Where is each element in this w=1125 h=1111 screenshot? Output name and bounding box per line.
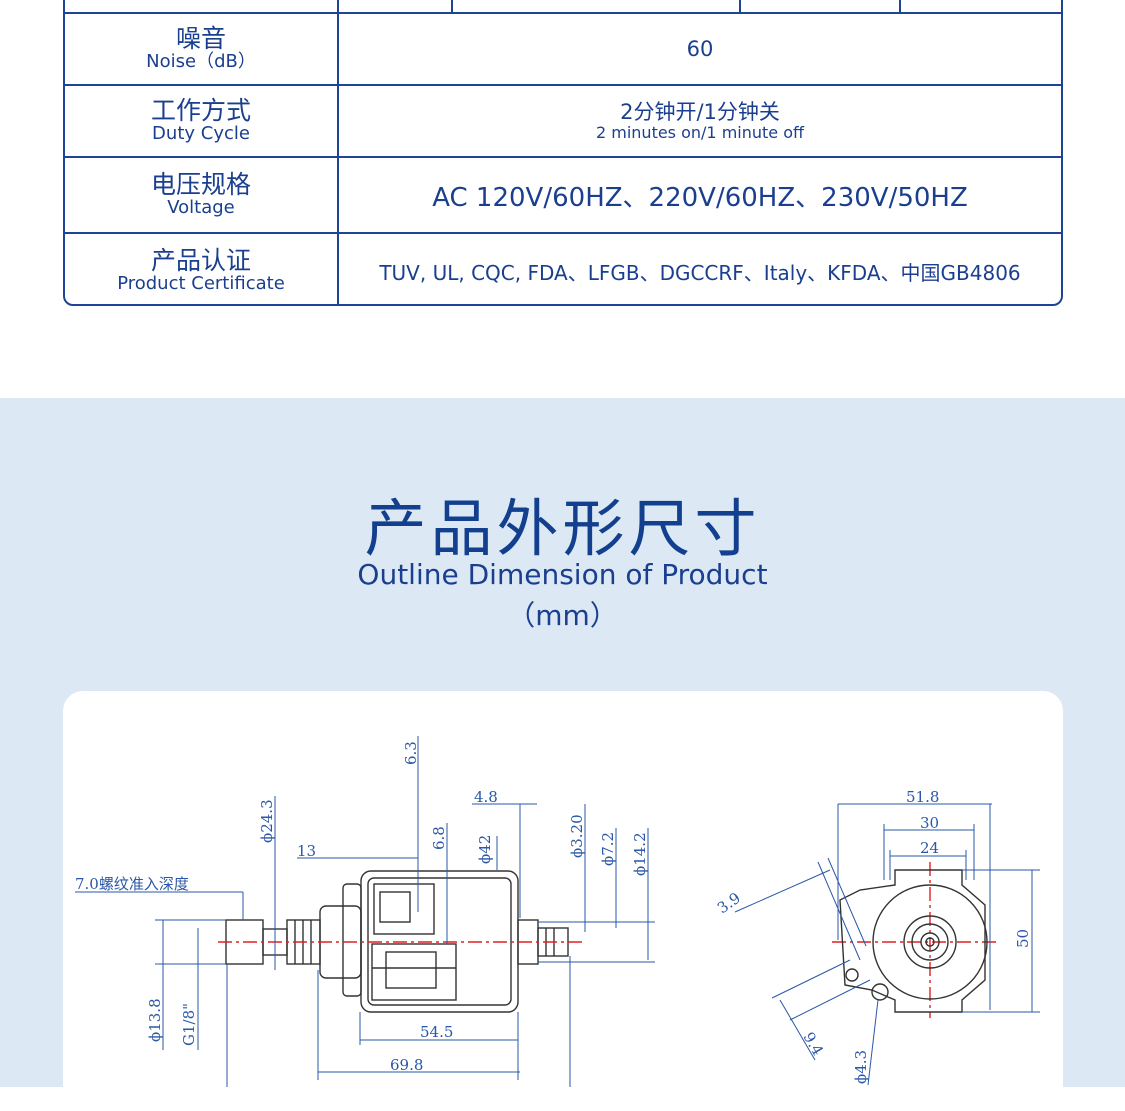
row-value: AC 120V/60HZ、220V/60HZ、230V/50HZ: [432, 182, 968, 213]
row-label-zh: 工作方式: [150, 96, 251, 125]
dim-label: ϕ4.3: [852, 1050, 870, 1084]
row-value: TUV, UL, CQC, FDA、LFGB、DGCCRF、Italy、KFDA…: [379, 260, 1021, 285]
spec-section: 噪音 Noise（dB） 60 工作方式 Duty Cycle 2分钟开/1分钟…: [0, 0, 1125, 398]
row-label-zh: 电压规格: [150, 170, 251, 199]
dim-label: 69.8: [390, 1056, 423, 1074]
dimension-section: 产品外形尺寸 Outline Dimension of Product （mm）: [0, 398, 1125, 1111]
spec-row-duty: 工作方式 Duty Cycle 2分钟开/1分钟关 2 minutes on/1…: [65, 86, 1061, 158]
dim-label: 3.9: [714, 889, 744, 917]
dim-label: ϕ13.8: [146, 998, 164, 1042]
row-value-en: 2 minutes on/1 minute off: [595, 122, 805, 142]
dim-label: 6.3: [402, 741, 420, 765]
drawing-card: 6.3 ϕ24.3 13 6.8 ϕ42 4.8 ϕ3.20 ϕ7.2 ϕ14.…: [63, 691, 1063, 1111]
centerlines: [218, 862, 1000, 1018]
dim-label: ϕ24.3: [258, 799, 276, 843]
dimension-drawing: 6.3 ϕ24.3 13 6.8 ϕ42 4.8 ϕ3.20 ϕ7.2 ϕ14.…: [75, 736, 1040, 1087]
end-view: [839, 869, 988, 1013]
spec-row-noise: 噪音 Noise（dB） 60: [65, 14, 1061, 86]
dim-label: 24: [920, 839, 939, 857]
dim-label: 4.8: [474, 788, 498, 806]
row-label-en: Noise（dB）: [146, 51, 256, 72]
dim-label: 54.5: [420, 1023, 453, 1041]
dim-label: ϕ42: [476, 835, 494, 864]
dim-label: ϕ7.2: [599, 832, 617, 866]
dim-label: G1/8": [180, 1003, 198, 1046]
row-label-en: Voltage: [167, 197, 235, 218]
dim-label: 50: [1014, 929, 1032, 948]
spec-row-voltage: 电压规格 Voltage AC 120V/60HZ、220V/60HZ、230V…: [65, 158, 1061, 234]
dim-label: 9.4: [800, 1029, 828, 1059]
end-dim-lines: [734, 803, 1040, 1086]
section-title: 产品外形尺寸: [364, 492, 761, 565]
dim-label: 7.0螺纹准入深度: [75, 875, 189, 893]
row-value: 60: [686, 37, 714, 61]
dim-label: 13: [297, 842, 316, 860]
row-label-zh: 噪音: [175, 24, 226, 53]
spec-table: 噪音 Noise（dB） 60 工作方式 Duty Cycle 2分钟开/1分钟…: [63, 0, 1063, 306]
section-unit: （mm）: [507, 599, 618, 632]
dim-label: ϕ14.2: [631, 832, 649, 876]
row-value: 2分钟开/1分钟关: [620, 99, 780, 124]
dim-label: 30: [920, 814, 939, 832]
dim-label: 51.8: [906, 788, 939, 806]
row-label-zh: 产品认证: [150, 246, 251, 275]
side-dim-labels: 6.3 ϕ24.3 13 6.8 ϕ42 4.8 ϕ3.20 ϕ7.2 ϕ14.…: [75, 741, 649, 1074]
side-dim-lines: [75, 736, 655, 1087]
spec-row-partial: [65, 0, 1061, 14]
section-subtitle: Outline Dimension of Product: [357, 558, 768, 591]
row-label-en: Product Certificate: [117, 273, 285, 294]
dim-label: 6.8: [430, 826, 448, 850]
spec-row-certificate: 产品认证 Product Certificate TUV, UL, CQC, F…: [65, 234, 1061, 304]
row-label-en: Duty Cycle: [152, 123, 250, 144]
dim-label: ϕ3.20: [568, 814, 586, 858]
